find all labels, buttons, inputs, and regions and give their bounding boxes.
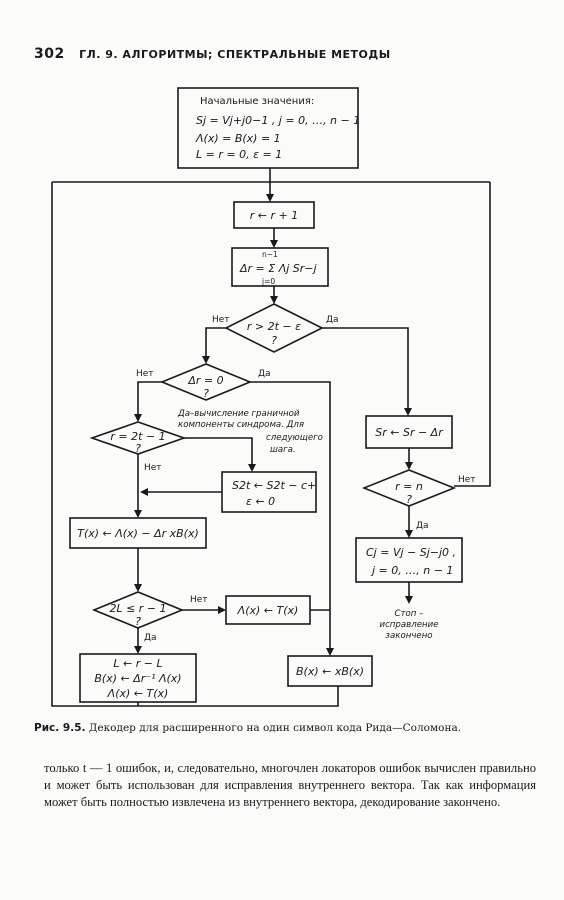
page-number: 302 bbox=[34, 46, 65, 62]
cond-n-diamond: r = n ? bbox=[361, 469, 457, 507]
init-line3: L = r = 0, ε = 1 bbox=[196, 148, 282, 161]
increment-r-text: r ← r + 1 bbox=[250, 209, 298, 222]
length-line1: L ← r − L bbox=[113, 657, 162, 670]
init-block: Начальные значения: Sj = Vj+j0−1 , j = 0… bbox=[177, 87, 360, 169]
stop-line1: Стоп – bbox=[395, 609, 424, 619]
note-line2: компоненты синдрома. Для bbox=[178, 420, 304, 430]
note-line1: Да–вычисление граничной bbox=[177, 409, 300, 419]
flow-delta-no bbox=[134, 381, 162, 422]
length-line2: B(x) ← Δr⁻¹ Λ(x) bbox=[94, 672, 181, 685]
init-line2: Λ(x) = B(x) = 1 bbox=[195, 132, 281, 145]
label-yes-4: Да bbox=[144, 633, 157, 643]
t-update-block: T(x) ← Λ(x) − Δr xB(x) bbox=[69, 517, 207, 549]
label-no-2: Нет bbox=[136, 369, 154, 379]
label-yes-1: Да bbox=[326, 315, 339, 325]
cond-2t-text: r = 2t − 1 bbox=[110, 430, 165, 443]
cond-n-text: r = n bbox=[395, 480, 423, 493]
sr-update-text: Sr ← Sr − Δr bbox=[375, 426, 444, 439]
cond-2L-q: ? bbox=[135, 615, 141, 628]
flow-cond-r-yes bbox=[322, 327, 412, 416]
delta-sum-lower: j=0 bbox=[261, 277, 275, 286]
lambda-t-text: Λ(x) ← T(x) bbox=[237, 604, 299, 617]
lambda-t-block: Λ(x) ← T(x) bbox=[225, 595, 311, 625]
boundary-note: Да–вычисление граничной компоненты синдр… bbox=[177, 409, 323, 455]
stop-line2: исправление bbox=[380, 620, 439, 630]
stop-line3: закончено bbox=[385, 631, 432, 641]
cond-r-q: ? bbox=[271, 334, 277, 347]
cond-r-diamond: r > 2t − ε ? bbox=[224, 303, 324, 353]
increment-r-block: r ← r + 1 bbox=[233, 201, 315, 229]
cond-delta-diamond: Δr = 0 ? bbox=[159, 363, 253, 401]
cond-delta-q: ? bbox=[203, 387, 209, 400]
cond-r-text: r > 2t − ε bbox=[247, 320, 301, 333]
label-yes-2: Да bbox=[258, 369, 271, 379]
running-header: 302 ГЛ. 9. АЛГОРИТМЫ; СПЕКТРАЛЬНЫЕ МЕТОД… bbox=[34, 46, 534, 64]
correction-line2: j = 0, …, n − 1 bbox=[370, 564, 453, 577]
correction-block: Cj = Vj − Sj−j0 , j = 0, …, n − 1 bbox=[355, 537, 463, 583]
discrepancy-block: n−1 Δr = Σ Λj Sr−j j=0 bbox=[231, 247, 329, 287]
t-update-text: T(x) ← Λ(x) − Δr xB(x) bbox=[77, 527, 199, 540]
b-shift-text: B(x) ← xB(x) bbox=[296, 665, 364, 678]
caption-prefix: Рис. 9.5. bbox=[34, 722, 86, 734]
loop-return-left bbox=[51, 182, 339, 707]
cond-2L-diamond: 2L ≤ r − 1 ? bbox=[91, 591, 185, 629]
cond-2t-diamond: r = 2t − 1 ? bbox=[89, 421, 187, 455]
decoder-flowchart: Начальные значения: Sj = Vj+j0−1 , j = 0… bbox=[51, 87, 491, 707]
flow-delta-yes bbox=[250, 381, 334, 656]
init-line1: Sj = Vj+j0−1 , j = 0, …, n − 1 bbox=[196, 114, 360, 127]
b-shift-block: B(x) ← xB(x) bbox=[287, 655, 373, 687]
correction-line1: Cj = Vj − Sj−j0 , bbox=[366, 546, 456, 559]
flow-cond-r-no bbox=[202, 327, 226, 364]
body-paragraph: только t — 1 ошибок, и, следовательно, м… bbox=[44, 761, 536, 809]
note-line4: шага. bbox=[270, 445, 296, 455]
label-yes-5: Да bbox=[416, 521, 429, 531]
stop-label: Стоп – исправление закончено bbox=[380, 609, 439, 641]
cond-2t-q: ? bbox=[135, 442, 141, 455]
length-update-block: L ← r − L B(x) ← Δr⁻¹ Λ(x) Λ(x) ← T(x) bbox=[79, 653, 197, 703]
s2t-line1: S2t ← S2t − c+ bbox=[232, 479, 316, 492]
note-line3: следующего bbox=[266, 433, 323, 443]
s2t-block: S2t ← S2t − c+ ε ← 0 bbox=[221, 471, 317, 513]
label-no-5: Нет bbox=[458, 475, 476, 485]
delta-sum-upper: n−1 bbox=[262, 250, 278, 259]
length-line3: Λ(x) ← T(x) bbox=[107, 687, 169, 700]
discrepancy-text: Δr = Σ Λj Sr−j bbox=[239, 262, 318, 275]
cond-delta-text: Δr = 0 bbox=[187, 374, 223, 387]
flow-2t-yes bbox=[184, 437, 256, 472]
cond-n-q: ? bbox=[406, 493, 412, 506]
s2t-line2: ε ← 0 bbox=[246, 495, 275, 508]
loop-return-right bbox=[454, 182, 491, 487]
label-no-4: Нет bbox=[190, 595, 208, 605]
running-title: ГЛ. 9. АЛГОРИТМЫ; СПЕКТРАЛЬНЫЕ МЕТОДЫ bbox=[79, 48, 391, 61]
init-title: Начальные значения: bbox=[200, 96, 314, 107]
cond-2L-text: 2L ≤ r − 1 bbox=[109, 602, 166, 615]
figure-caption: Рис. 9.5. Декодер для расширенного на од… bbox=[34, 722, 544, 734]
caption-text: Декодер для расширенного на один символ … bbox=[88, 722, 462, 734]
label-no-3: Нет bbox=[144, 463, 162, 473]
sr-update-block: Sr ← Sr − Δr bbox=[365, 415, 453, 449]
label-no-1: Нет bbox=[212, 315, 230, 325]
